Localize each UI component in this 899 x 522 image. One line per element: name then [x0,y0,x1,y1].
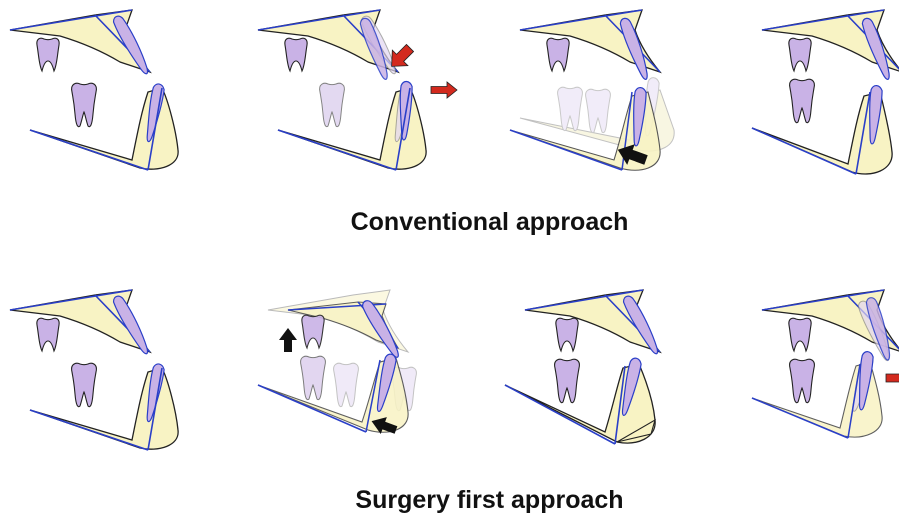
upper-molar [285,38,307,71]
lower-molar [72,363,97,406]
panel-surgery-first-post-surgery [505,290,662,444]
panel-surgery-first-surgery [258,290,416,438]
upper-molar [789,38,811,71]
caption-conventional-approach: Conventional approach [40,208,899,237]
upper-molar [37,38,59,71]
panel-conventional-initial [10,10,178,170]
lower-molar [72,83,97,126]
row-surgery-first [10,290,899,450]
caption-surgery-first-approach: Surgery first approach [40,486,899,515]
upper-molar [302,315,324,348]
panel-conventional-decompensation [258,10,457,170]
lower-molar [555,359,580,402]
red-arrow-right-icon [431,82,457,98]
upper-molar [556,318,578,351]
panel-conventional-surgery [510,10,674,170]
lower-molar [790,359,815,402]
upper-molar [37,318,59,351]
upper-molar [547,38,569,71]
panel-conventional-final [752,10,899,174]
lower-molar [301,356,326,399]
panel-surgery-first-initial [10,290,178,450]
panel-surgery-first-final [752,290,899,438]
row-conventional [10,10,899,174]
red-arrow-right-icon [886,369,899,387]
black-arrow-up-icon [279,328,297,352]
upper-molar [789,318,811,351]
lower-molar [320,83,345,126]
lower-molar [790,79,815,122]
